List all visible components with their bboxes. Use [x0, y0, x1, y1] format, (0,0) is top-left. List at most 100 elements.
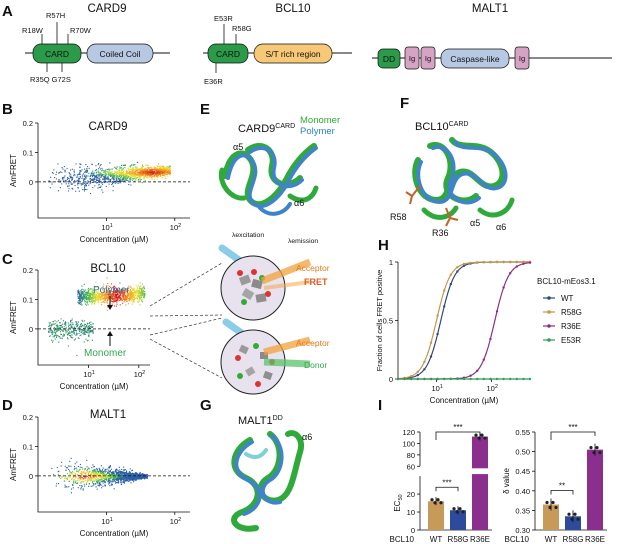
scatter-point: [129, 290, 131, 292]
scatter-point: [108, 478, 110, 480]
scatter-point: [84, 469, 86, 471]
scatter-point: [98, 184, 100, 186]
scatter-point: [83, 283, 85, 285]
series-point-e53r: [443, 377, 446, 381]
scatter-point: [99, 298, 101, 300]
scatter-point: [143, 296, 145, 298]
scatter-point: [92, 323, 94, 325]
scatter-point: [93, 480, 95, 482]
scatter-point: [74, 327, 76, 329]
scatter-point: [126, 289, 128, 291]
scatter-point: [164, 169, 166, 171]
replicate-dot: [483, 436, 487, 440]
scatter-point: [137, 301, 139, 303]
scatter-point: [121, 290, 123, 292]
scatter-point: [84, 473, 86, 475]
scatter-point: [136, 295, 138, 297]
scatter-point: [74, 482, 76, 484]
scatter-point: [135, 297, 137, 299]
scatter-point: [77, 176, 79, 178]
scatter-point: [108, 180, 110, 182]
y-tick-label: 0.1: [23, 295, 33, 304]
scatter-point: [58, 172, 60, 174]
scatter-point: [65, 326, 67, 328]
scatter-point: [101, 293, 103, 295]
series-line-r36e: [398, 262, 531, 380]
scatter-point: [141, 174, 143, 176]
scatter-point: [71, 334, 73, 336]
scatter-point: [64, 329, 66, 331]
scatter-point: [162, 172, 164, 174]
sig-bracket-1: [435, 486, 459, 492]
scatter-point: [129, 293, 131, 295]
scatter-point: [83, 179, 85, 181]
scatter-point: [114, 290, 116, 292]
scatter-point: [124, 177, 126, 179]
scatter-point: [86, 340, 88, 342]
scatter-point: [88, 335, 90, 337]
scatter-point: [143, 177, 145, 179]
e-alpha6-label: α6: [294, 198, 304, 208]
scatter-point: [113, 471, 115, 473]
scatter-point: [77, 479, 79, 481]
scatter-point: [61, 461, 63, 463]
scatter-point: [104, 478, 106, 480]
scatter-point: [104, 176, 106, 178]
scatter-point: [74, 479, 76, 481]
scatter-point: [87, 182, 89, 184]
scatter-point: [91, 172, 93, 174]
scatter-point: [105, 172, 107, 174]
scatter-point: [89, 294, 91, 296]
scatter-point: [82, 324, 84, 326]
scatter-point: [88, 300, 90, 302]
scatter-point: [54, 329, 56, 331]
scatter-point: [96, 291, 98, 293]
x-tick-label: 102: [134, 370, 145, 379]
scatter-point: [100, 299, 102, 301]
replicate-dot: [436, 498, 440, 502]
scatter-point: [108, 481, 110, 483]
scatter-point: [61, 171, 63, 173]
scatter-point: [101, 471, 103, 473]
scatter-point: [94, 299, 96, 301]
scatter-point: [89, 329, 91, 331]
series-point-r58g: [522, 260, 525, 264]
scatter-point: [124, 295, 126, 297]
scatter-point: [79, 178, 81, 180]
scatter-point: [118, 292, 120, 294]
scatter-point: [56, 326, 58, 328]
scatter-point: [70, 182, 72, 184]
y-tick-label: 0: [29, 472, 33, 481]
scatter-point: [92, 475, 94, 477]
scatter-point: [57, 335, 59, 337]
scatter-point: [72, 337, 74, 339]
scatter-point: [139, 178, 141, 180]
scatter-point: [82, 333, 84, 335]
scatter-point: [134, 171, 136, 173]
scatter-point: [124, 298, 126, 300]
scatter-point: [141, 165, 143, 167]
scatter-point: [126, 476, 128, 478]
scatter-point: [115, 475, 117, 477]
scatter-point: [142, 292, 144, 294]
scatter-point: [160, 173, 162, 175]
scatter-point: [123, 289, 125, 291]
scatter-point: [125, 289, 127, 291]
scatter-point: [80, 300, 82, 302]
scatter-point: [116, 178, 118, 180]
scatter-point: [129, 171, 131, 173]
scatter-point: [104, 176, 106, 178]
scatter-point: [144, 173, 146, 175]
scatter-point: [109, 291, 111, 293]
scatter-point: [110, 290, 112, 292]
scatter-point: [115, 477, 117, 479]
series-point-wt: [449, 282, 452, 286]
scatter-point: [115, 172, 117, 174]
scatter-point: [107, 169, 109, 171]
scatter-point: [119, 471, 121, 473]
scatter-point: [130, 172, 132, 174]
scatter-point: [119, 175, 121, 177]
scatter-point: [104, 468, 106, 470]
scatter-point: [147, 169, 149, 171]
replicate-dot: [554, 505, 558, 510]
